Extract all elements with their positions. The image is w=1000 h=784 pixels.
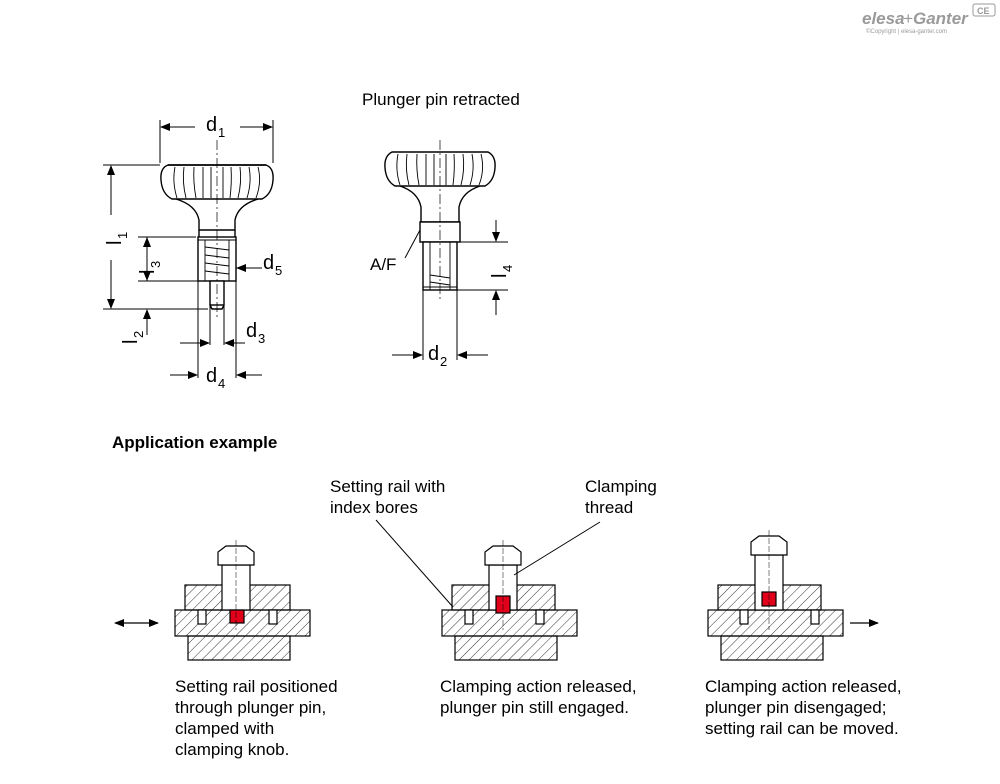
svg-text:d: d <box>206 114 217 136</box>
svg-text:plunger pin disengaged;: plunger pin disengaged; <box>705 698 886 717</box>
svg-text:1: 1 <box>115 232 130 239</box>
svg-text:d: d <box>206 365 217 387</box>
svg-text:1: 1 <box>218 125 225 140</box>
svg-text:l: l <box>137 270 159 274</box>
dim-l4: l4 <box>489 265 515 278</box>
svg-text:l: l <box>104 241 126 245</box>
svg-text:2: 2 <box>131 331 146 338</box>
svg-text:setting rail can be moved.: setting rail can be moved. <box>705 719 899 738</box>
ce-badge-frame <box>972 3 996 17</box>
callout-leaders <box>375 519 601 608</box>
svg-text:4: 4 <box>218 376 225 391</box>
brand-logo: elesa + Ganter CE ©Copyright | elesa-gan… <box>862 3 996 35</box>
svg-text:2: 2 <box>440 354 447 369</box>
dim-l2: l2 <box>120 331 146 344</box>
plunger-pin-highlight <box>229 609 245 624</box>
knob-extended-drawing <box>160 140 274 318</box>
svg-text:4: 4 <box>500 265 515 272</box>
logo-copyright: ©Copyright | elesa-ganter.com <box>866 28 947 35</box>
svg-text:d: d <box>428 343 439 365</box>
svg-text:Clamping action released,: Clamping action released, <box>440 677 637 696</box>
svg-text:plunger pin still engaged.: plunger pin still engaged. <box>440 698 629 717</box>
caption-3: Clamping action released, plunger pin di… <box>705 677 902 738</box>
callout-thread: Clamping thread <box>585 477 657 517</box>
svg-text:thread: thread <box>585 498 633 517</box>
ce-badge: CE <box>977 6 990 16</box>
svg-text:5: 5 <box>275 263 282 278</box>
svg-text:index bores: index bores <box>330 498 418 517</box>
svg-text:l: l <box>489 274 511 278</box>
svg-text:d: d <box>263 252 274 274</box>
logo-brand-b: Ganter <box>913 9 969 28</box>
svg-text:Setting rail positioned: Setting rail positioned <box>175 677 338 696</box>
svg-text:d: d <box>246 320 257 342</box>
caption-2: Clamping action released, plunger pin st… <box>440 677 637 717</box>
af-label: A/F <box>370 255 396 274</box>
dim-l3: l3 <box>137 261 163 274</box>
logo-brand-a: elesa <box>862 9 905 28</box>
retracted-label: Plunger pin retracted <box>362 90 520 109</box>
caption-1: Setting rail positioned through plunger … <box>175 677 338 759</box>
svg-text:Clamping action released,: Clamping action released, <box>705 677 902 696</box>
application-scene-2 <box>441 540 578 661</box>
svg-text:through plunger pin,: through plunger pin, <box>175 698 326 717</box>
svg-text:clamping knob.: clamping knob. <box>175 740 289 759</box>
svg-text:3: 3 <box>258 331 265 346</box>
svg-text:l: l <box>120 340 142 344</box>
svg-text:Setting rail with: Setting rail with <box>330 477 445 496</box>
dim-l1: l1 <box>104 232 130 245</box>
application-scene-3 <box>707 530 844 661</box>
knob-retracted-drawing <box>384 140 496 300</box>
callout-rail: Setting rail with index bores <box>330 477 445 517</box>
application-scene-1 <box>174 540 311 661</box>
svg-text:Clamping: Clamping <box>585 477 657 496</box>
knob-retracted-dimensions <box>392 220 508 360</box>
svg-text:3: 3 <box>148 261 163 268</box>
logo-plus: + <box>903 9 913 28</box>
knob-extended-dimensions <box>103 120 274 379</box>
application-heading: Application example <box>112 433 277 452</box>
svg-text:clamped with: clamped with <box>175 719 274 738</box>
